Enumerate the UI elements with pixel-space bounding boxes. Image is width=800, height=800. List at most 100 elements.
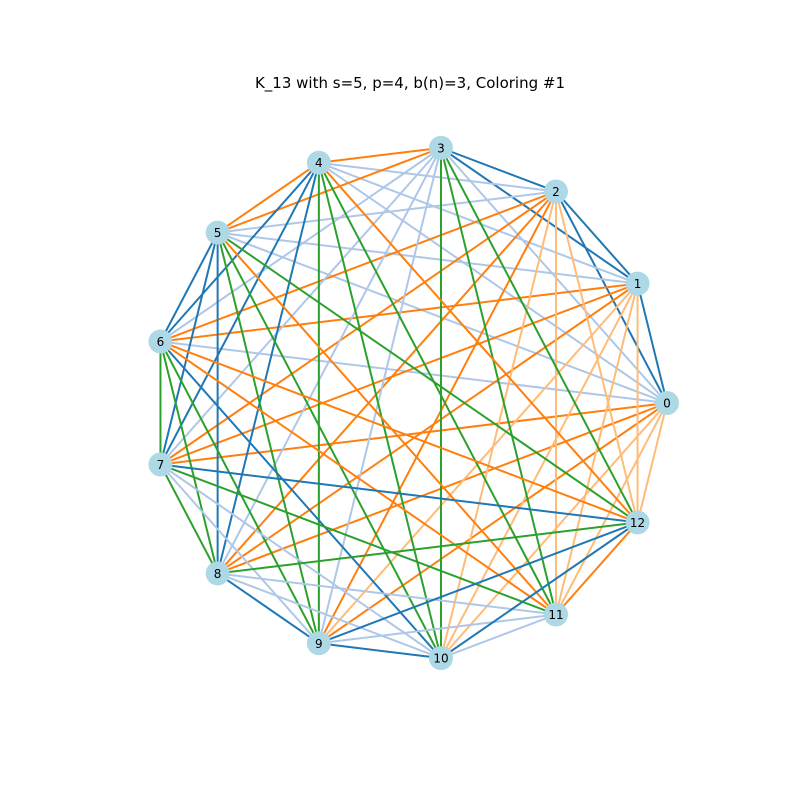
node-12: 12 (625, 510, 650, 535)
edge-0-12 (636, 402, 668, 523)
edge-8-10 (217, 572, 442, 660)
node-label-9: 9 (315, 637, 323, 651)
edge-8-12 (217, 521, 638, 575)
node-label-7: 7 (157, 458, 165, 472)
edge-3-7 (159, 147, 442, 466)
node-circle-5 (205, 220, 230, 245)
node-circle-8 (205, 561, 230, 586)
edge-0-4 (318, 161, 668, 404)
edge-3-9 (317, 147, 442, 644)
edge-5-7 (159, 232, 219, 465)
node-label-4: 4 (315, 156, 323, 170)
node-11: 11 (543, 602, 568, 627)
edge-6-12 (160, 340, 638, 524)
node-1: 1 (625, 271, 650, 296)
edge-1-10 (440, 283, 639, 659)
node-label-5: 5 (214, 226, 222, 240)
edge-11-12 (555, 521, 639, 616)
edge-7-8 (159, 464, 219, 574)
edge-0-10 (440, 402, 668, 659)
edge-7-10 (159, 463, 442, 659)
node-4: 4 (306, 150, 331, 175)
edge-4-12 (318, 162, 639, 524)
node-label-12: 12 (630, 516, 645, 530)
node-circle-3 (428, 135, 453, 160)
edge-4-10 (317, 162, 442, 659)
edge-0-11 (555, 402, 668, 615)
edge-5-12 (217, 231, 639, 524)
edge-2-5 (217, 190, 557, 234)
edge-9-12 (318, 521, 638, 645)
node-label-8: 8 (214, 567, 222, 581)
edge-0-2 (555, 191, 668, 404)
edge-1-2 (555, 190, 639, 285)
edge-0-1 (636, 283, 668, 404)
edge-1-8 (217, 282, 639, 575)
edge-5-6 (159, 232, 219, 342)
node-label-6: 6 (157, 335, 165, 349)
edge-1-7 (160, 282, 638, 466)
node-3: 3 (428, 135, 453, 160)
edge-5-10 (216, 232, 442, 659)
node-label-0: 0 (663, 397, 671, 411)
edge-4-5 (217, 161, 320, 234)
node-label-1: 1 (634, 277, 642, 291)
edge-8-11 (217, 572, 557, 616)
edge-5-9 (216, 232, 320, 644)
edge-3-6 (159, 147, 442, 343)
node-2: 2 (543, 179, 568, 204)
node-circle-2 (543, 179, 568, 204)
edge-6-11 (159, 340, 557, 616)
node-label-10: 10 (433, 652, 448, 666)
edge-6-8 (159, 341, 219, 574)
edge-2-12 (555, 191, 639, 523)
node-circle-11 (543, 602, 568, 627)
node-circle-1 (625, 271, 650, 296)
edge-0-7 (160, 402, 668, 466)
node-label-3: 3 (437, 141, 445, 155)
edge-1-6 (160, 282, 638, 343)
edge-1-4 (318, 161, 638, 285)
edge-2-9 (317, 191, 557, 644)
edge-7-11 (160, 463, 557, 616)
edge-0-9 (318, 402, 668, 645)
edge-1-5 (217, 231, 638, 285)
edge-0-6 (160, 340, 668, 404)
edge-4-8 (216, 162, 320, 574)
edge-0-3 (440, 147, 668, 404)
edge-3-11 (440, 147, 557, 615)
edge-2-7 (159, 190, 557, 466)
edge-9-10 (318, 642, 442, 660)
edge-3-8 (216, 147, 442, 574)
node-circle-7 (148, 452, 173, 477)
figure-title: K_13 with s=5, p=4, b(n)=3, Coloring #1 (255, 74, 565, 93)
node-9: 9 (306, 631, 331, 656)
edge-6-9 (159, 341, 320, 644)
edge-5-11 (216, 231, 557, 616)
edge-2-4 (318, 161, 557, 193)
node-label-11: 11 (548, 608, 563, 622)
edge-10-11 (440, 613, 557, 660)
node-circle-9 (306, 631, 331, 656)
edge-3-5 (217, 146, 442, 234)
edge-2-10 (440, 191, 557, 659)
edge-1-11 (555, 283, 639, 615)
node-5: 5 (205, 220, 230, 245)
edge-4-6 (159, 162, 320, 343)
edge-4-11 (317, 162, 557, 615)
node-8: 8 (205, 561, 230, 586)
node-circle-10 (428, 646, 453, 671)
edge-0-8 (217, 402, 668, 575)
edges-layer (159, 146, 668, 660)
node-7: 7 (148, 452, 173, 477)
edge-1-3 (440, 147, 639, 285)
edge-3-4 (318, 146, 442, 164)
edge-4-7 (159, 162, 320, 465)
edge-2-8 (216, 190, 557, 575)
node-circle-12 (625, 510, 650, 535)
node-label-2: 2 (552, 185, 560, 199)
node-circle-6 (148, 329, 173, 354)
